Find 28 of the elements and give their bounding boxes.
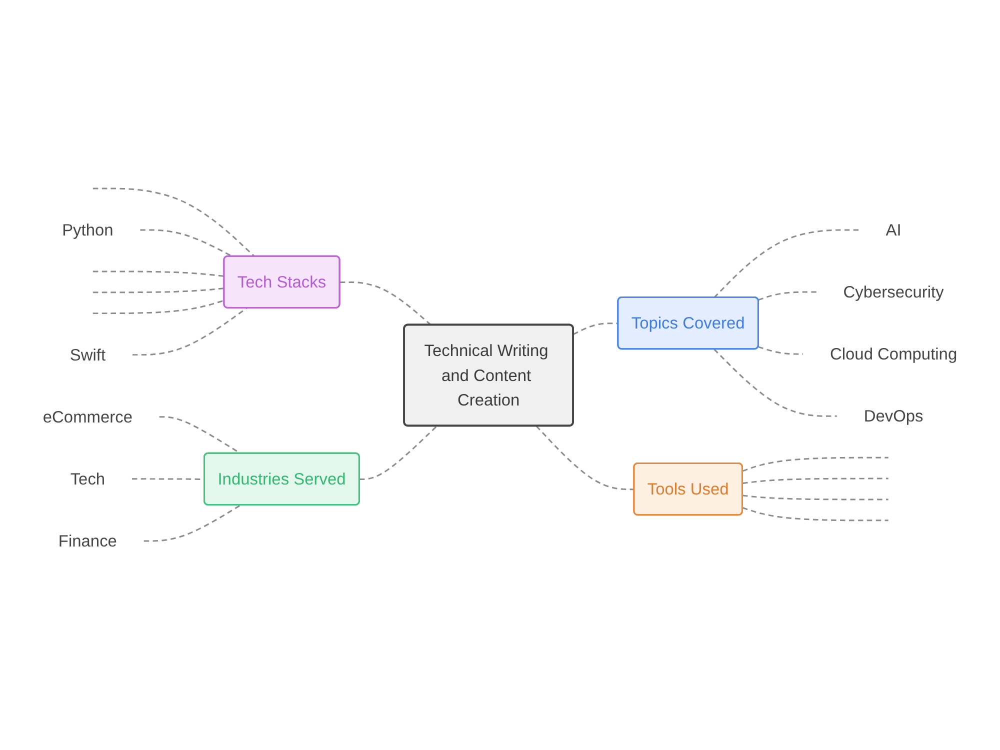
node-text: AI [886, 220, 902, 240]
connector [360, 426, 438, 480]
node-text: Python [62, 220, 114, 240]
connector [573, 322, 618, 336]
connector [742, 494, 888, 500]
connector [536, 426, 634, 490]
connector [758, 346, 804, 355]
connector [340, 281, 432, 326]
node-text: eCommerce [42, 408, 132, 426]
connector [92, 188, 256, 258]
connector [144, 504, 241, 542]
node-text: Finance [58, 532, 117, 550]
node-text: Cybersecurity [843, 282, 944, 302]
connector [92, 300, 225, 314]
connector [92, 270, 224, 277]
node-text: Cloud Computing [830, 344, 958, 364]
node-text: Swift [70, 345, 106, 364]
connector [758, 291, 816, 301]
node-text: Tech [70, 470, 106, 488]
connector [742, 478, 888, 484]
connector [132, 307, 248, 356]
connector [140, 229, 233, 258]
connector [714, 348, 837, 417]
connector [742, 507, 888, 522]
connector [714, 229, 859, 298]
node-text: DevOps [864, 406, 924, 426]
connector [742, 456, 888, 472]
connector [92, 288, 224, 294]
